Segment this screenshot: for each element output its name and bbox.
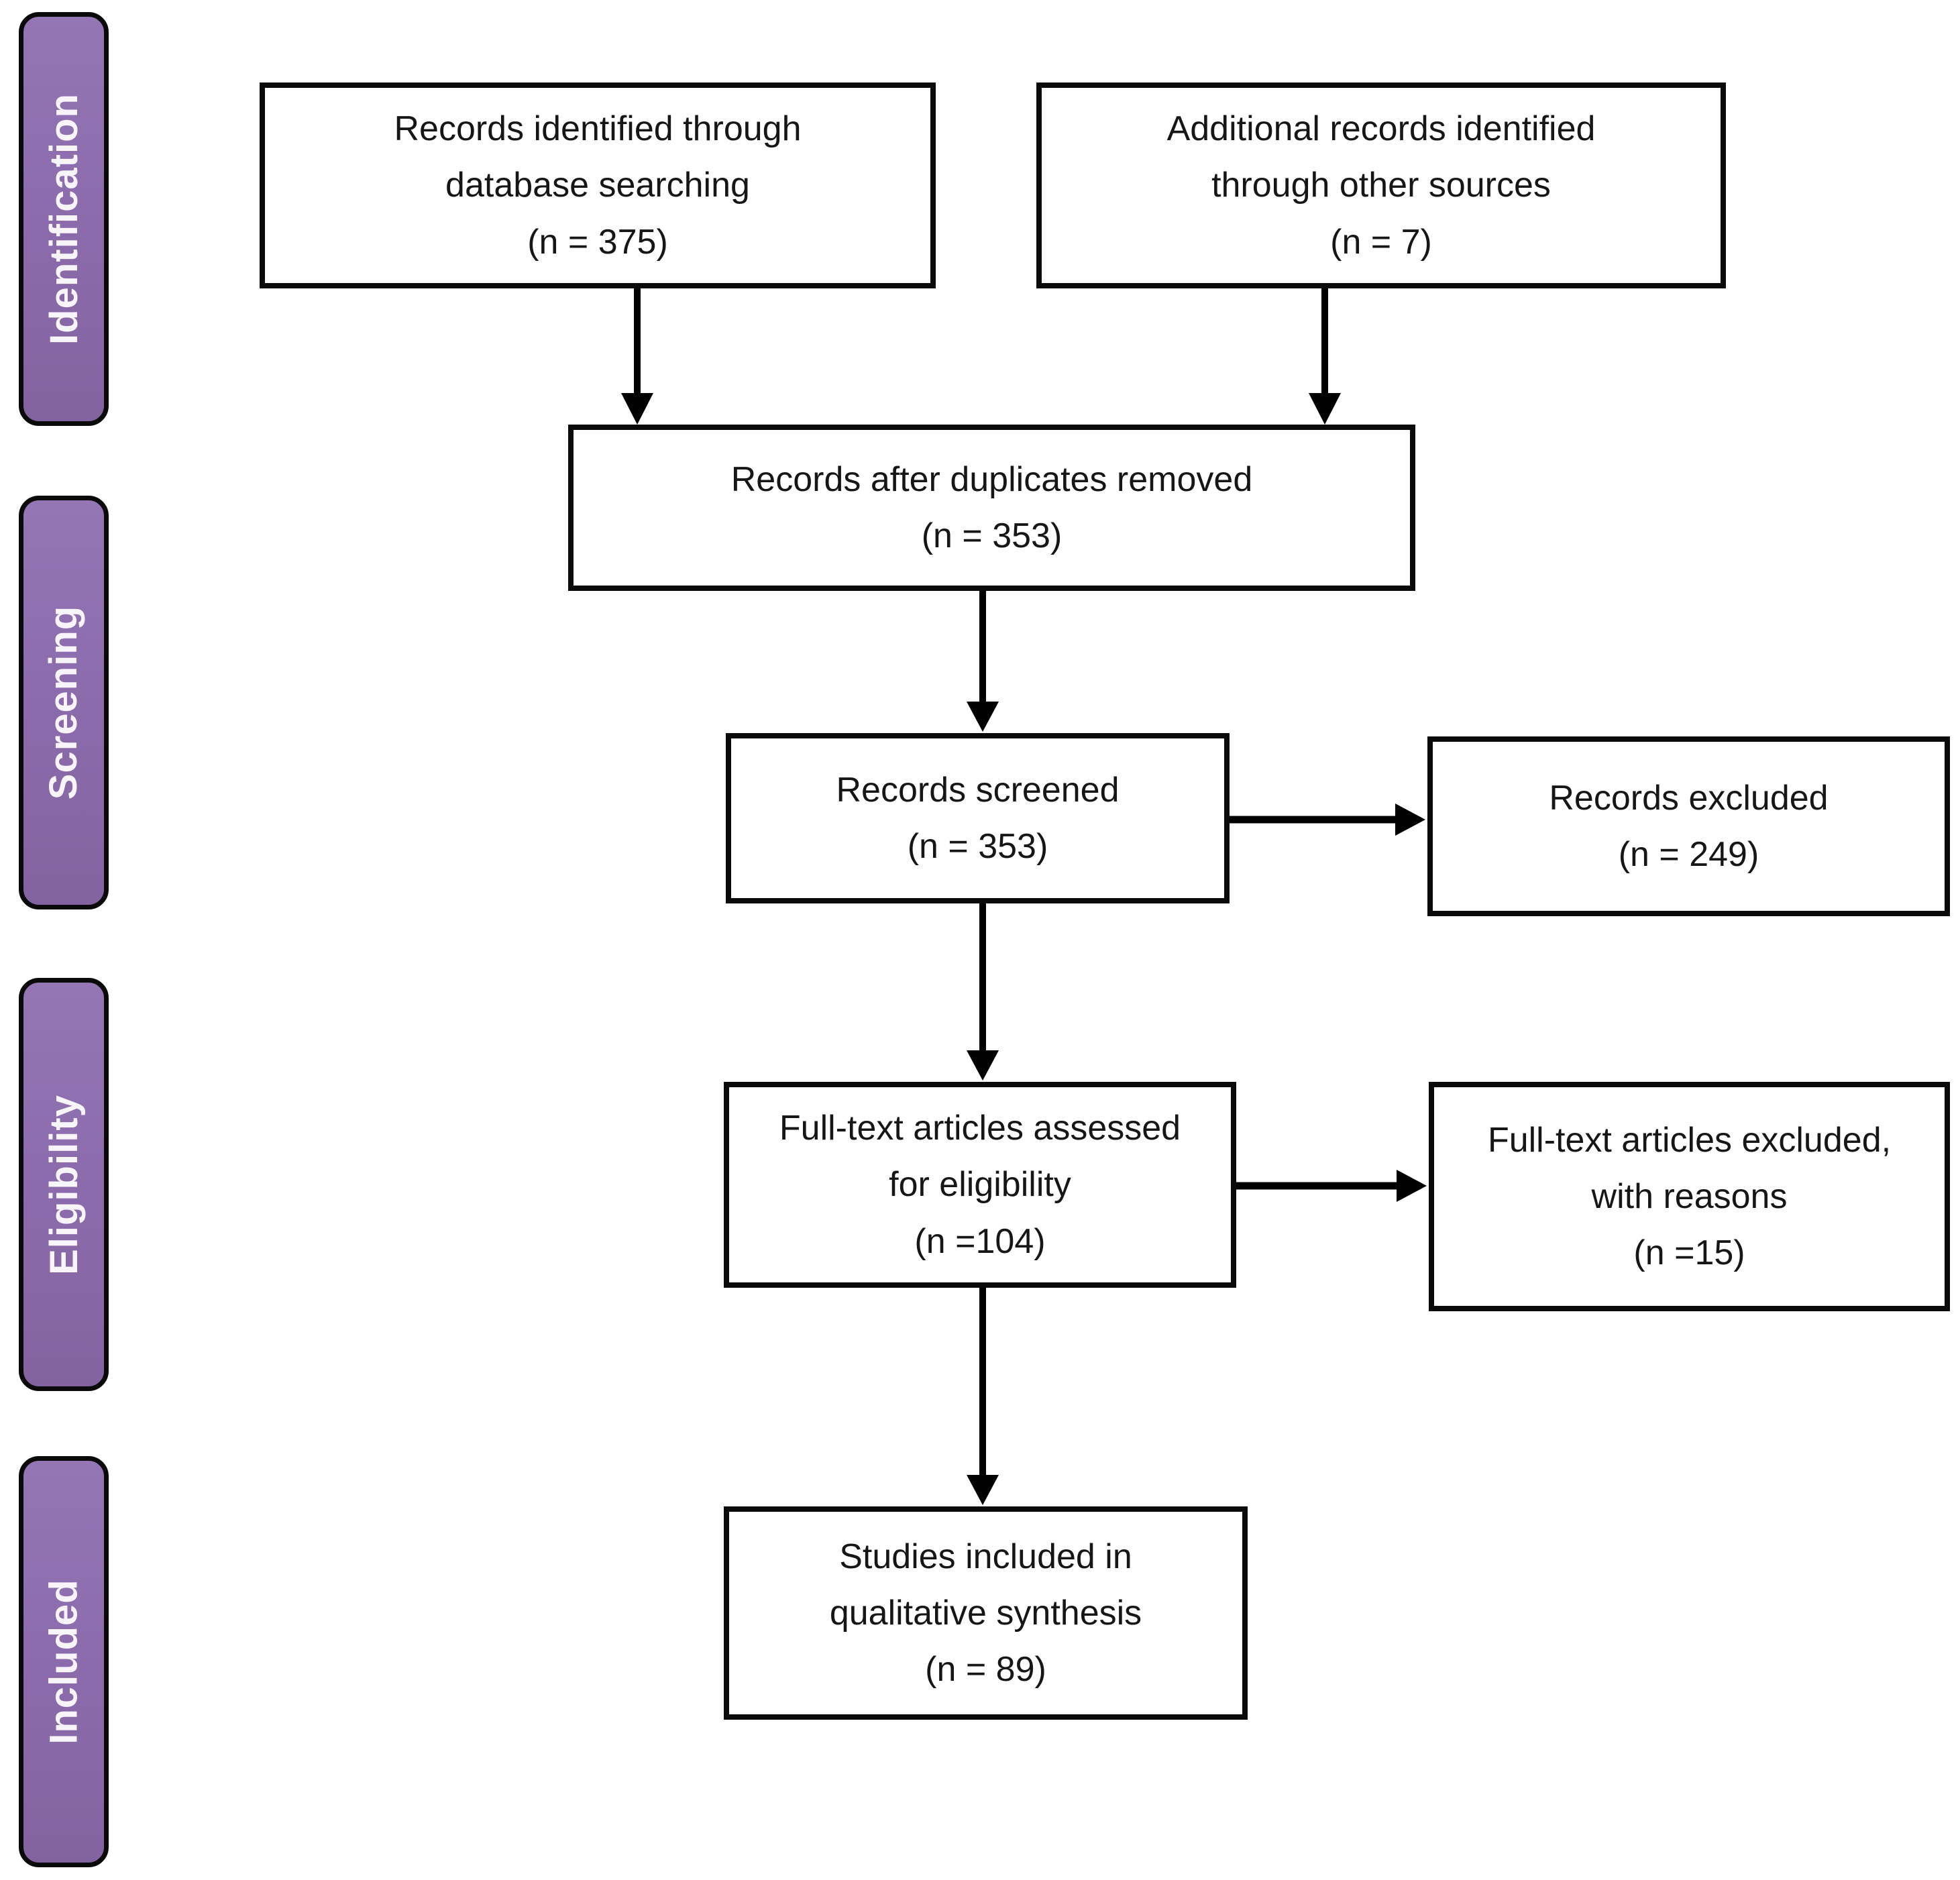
box-records-identified: Records identified through database sear… bbox=[260, 82, 936, 288]
arrowhead-additional-to-duplicates bbox=[1309, 393, 1341, 425]
box-count: (n = 353) bbox=[921, 516, 1063, 555]
box-count: (n =104) bbox=[914, 1221, 1046, 1261]
box-text-line: database searching bbox=[445, 166, 750, 205]
box-duplicates-removed: Records after duplicates removed (n = 35… bbox=[568, 425, 1415, 591]
box-text-line: Records after duplicates removed bbox=[730, 459, 1253, 499]
box-text-line: Full-text articles excluded, bbox=[1487, 1120, 1892, 1160]
stage-eligibility: Eligibility bbox=[19, 978, 109, 1391]
box-count: (n = 353) bbox=[907, 827, 1048, 866]
box-text-line: Studies included in bbox=[839, 1537, 1132, 1576]
box-count: (n = 249) bbox=[1618, 835, 1759, 874]
stage-included: Included bbox=[19, 1456, 109, 1867]
box-text-line: Additional records identified bbox=[1166, 109, 1596, 149]
arrowhead-fulltext-to-included bbox=[967, 1475, 999, 1505]
box-text-line: Full-text articles assessed bbox=[779, 1109, 1181, 1148]
stage-eligibility-label: Eligibility bbox=[42, 1094, 86, 1275]
box-records-screened: Records screened (n = 353) bbox=[726, 733, 1230, 903]
box-additional-records: Additional records identified through ot… bbox=[1036, 82, 1726, 288]
stage-included-label: Included bbox=[42, 1579, 86, 1745]
arrowhead-screened-to-excluded bbox=[1395, 804, 1425, 836]
arrowhead-identified-to-duplicates bbox=[621, 393, 653, 425]
arrowhead-screened-to-fulltext bbox=[967, 1050, 999, 1081]
stage-identification-label: Identification bbox=[42, 93, 86, 345]
box-count: (n = 375) bbox=[527, 222, 668, 262]
box-fulltext-assessed: Full-text articles assessed for eligibil… bbox=[724, 1082, 1236, 1288]
stage-screening: Screening bbox=[19, 496, 109, 909]
box-text-line: Records identified through bbox=[394, 109, 802, 149]
box-text-line: Records screened bbox=[836, 770, 1120, 810]
arrowhead-fulltext-to-fulltext-excluded bbox=[1397, 1170, 1427, 1202]
box-text-line: for eligibility bbox=[889, 1165, 1071, 1205]
box-count: (n = 89) bbox=[925, 1650, 1046, 1690]
box-records-excluded: Records excluded (n = 249) bbox=[1427, 736, 1950, 916]
stage-screening-label: Screening bbox=[42, 605, 86, 800]
box-count: (n = 7) bbox=[1330, 222, 1432, 262]
box-text-line: qualitative synthesis bbox=[829, 1593, 1142, 1633]
box-studies-included: Studies included in qualitative synthesi… bbox=[724, 1506, 1248, 1720]
box-fulltext-excluded: Full-text articles excluded, with reason… bbox=[1429, 1082, 1950, 1311]
stage-identification: Identification bbox=[19, 12, 109, 426]
arrowhead-duplicates-to-screened bbox=[967, 702, 999, 732]
box-text-line: with reasons bbox=[1591, 1176, 1788, 1216]
box-text-line: through other sources bbox=[1211, 166, 1551, 205]
box-text-line: Records excluded bbox=[1549, 778, 1829, 818]
box-count: (n =15) bbox=[1633, 1233, 1745, 1273]
